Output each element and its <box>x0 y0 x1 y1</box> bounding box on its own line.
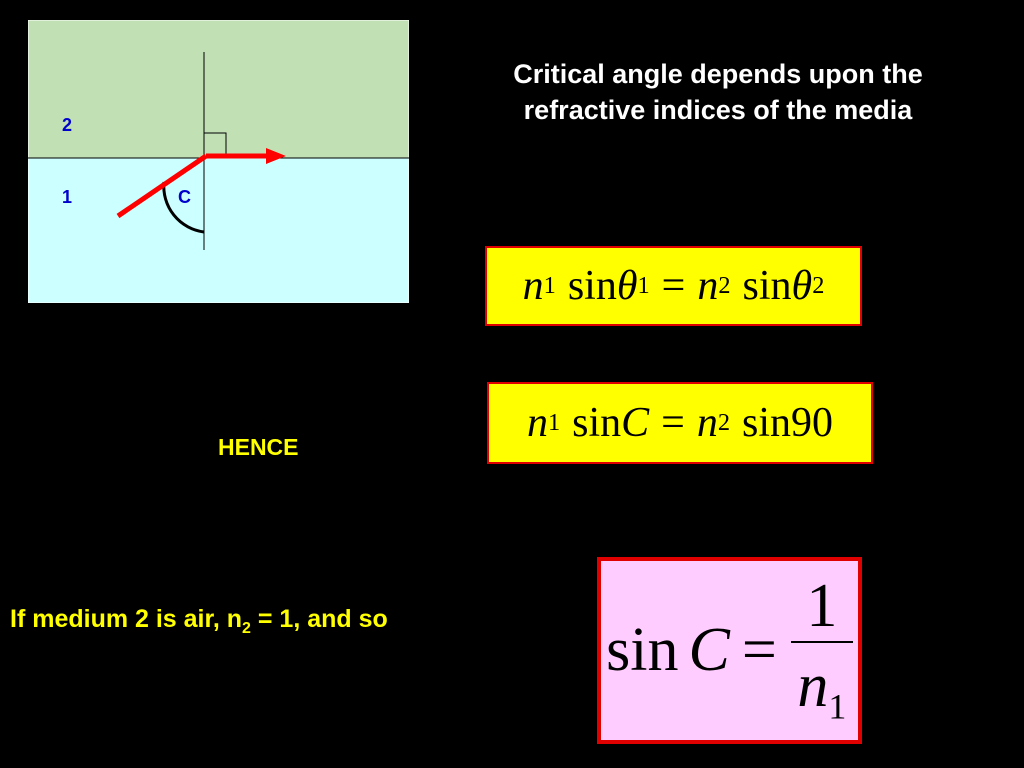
eq2-n1: n <box>526 400 548 446</box>
angle-arc <box>162 181 205 234</box>
incident-ray <box>116 153 208 219</box>
eq3-den-sub: 1 <box>828 686 847 727</box>
eq3-fraction-bar <box>790 641 853 644</box>
eq3-c: C <box>688 616 730 684</box>
eq1-theta2-sub: 2 <box>812 272 825 299</box>
air-medium-note: If medium 2 is air, n2 = 1, and so <box>10 605 388 638</box>
eq1-theta1-sub: 1 <box>637 272 650 299</box>
eq1-equals: = <box>661 263 686 309</box>
eq3-equals: = <box>741 616 777 684</box>
eq2-equals: = <box>661 400 685 446</box>
eq2-c: C <box>621 400 650 446</box>
eq3-sin: sin <box>606 616 679 684</box>
note-subscript: 2 <box>242 620 251 637</box>
eq2-angle: 90 <box>791 400 834 446</box>
eq3-numerator: 1 <box>806 572 838 641</box>
title-line-1: Critical angle depends upon the <box>513 59 923 89</box>
eq1-n2: n <box>697 263 719 309</box>
note-text-before: If medium 2 is air, n <box>10 605 243 633</box>
medium-1-region <box>28 157 409 303</box>
medium-1-label: 1 <box>62 187 72 207</box>
title-line-2: refractive indices of the media <box>523 95 913 125</box>
arrow-head <box>266 148 286 164</box>
eq2-n2: n <box>696 400 718 446</box>
medium-2-region <box>28 20 409 159</box>
eq1-sin2: sin <box>742 263 792 309</box>
eq1-n1: n <box>522 263 544 309</box>
eq3-denominator: n1 <box>797 643 846 726</box>
eq2-n1-sub: 1 <box>547 409 561 436</box>
eq1-theta2: θ <box>791 263 813 309</box>
right-angle-marker <box>204 132 227 155</box>
eq1-n2-sub: 2 <box>718 272 731 299</box>
eq1-n1-sub: 1 <box>543 272 556 299</box>
sin-c-result-equation: sin C = 1 n1 <box>597 557 862 744</box>
eq3-den-n: n <box>797 652 829 721</box>
eq3-fraction: 1 n1 <box>790 572 853 726</box>
eq1-theta1: θ <box>616 263 638 309</box>
eq2-sin1: sin <box>572 400 622 446</box>
slide-title: Critical angle depends upon the refracti… <box>440 56 996 128</box>
eq1-sin1: sin <box>567 263 617 309</box>
medium-2-label: 2 <box>62 115 72 135</box>
eq2-sin2: sin <box>742 400 792 446</box>
angle-c-label: C <box>178 187 191 207</box>
hence-label: HENCE <box>218 434 299 460</box>
note-text-after: = 1, and so <box>250 605 388 633</box>
refraction-diagram: 2 1 C <box>28 20 409 303</box>
eq2-n2-sub: 2 <box>717 409 731 436</box>
